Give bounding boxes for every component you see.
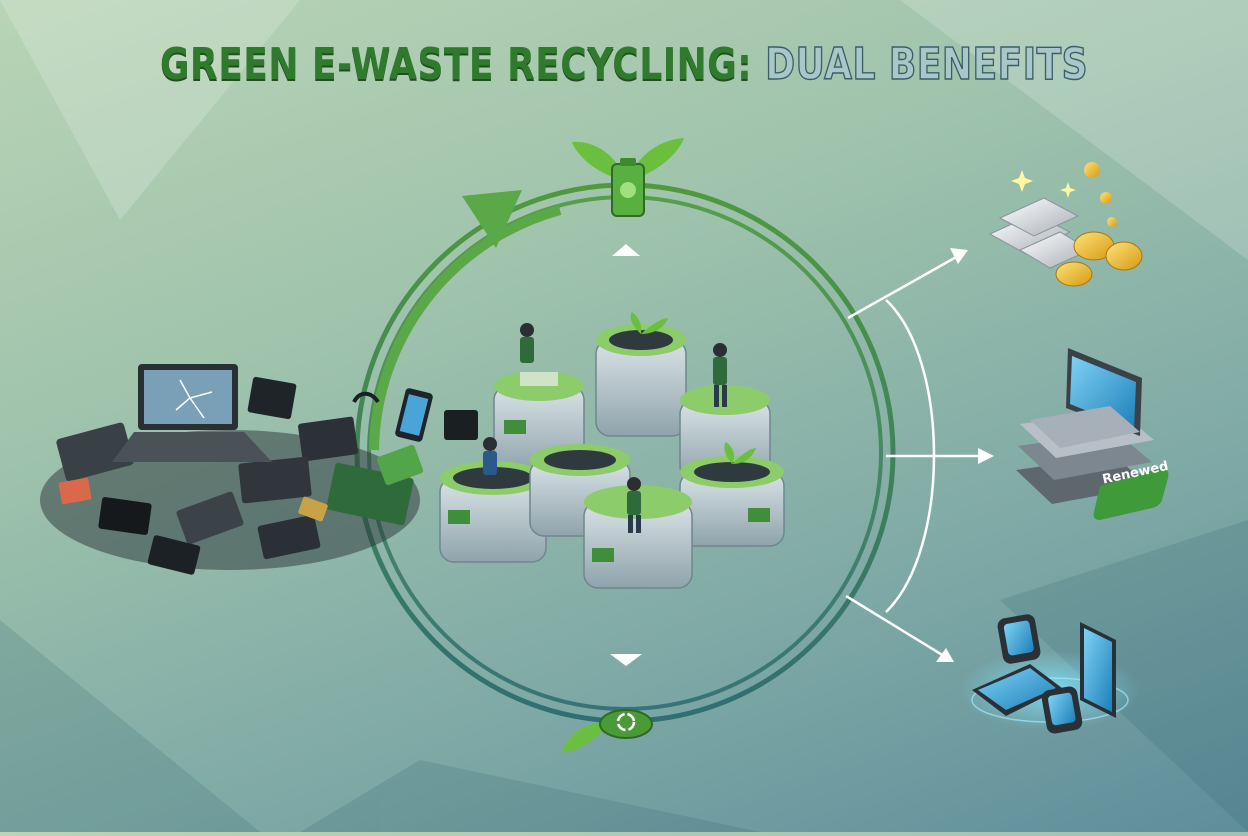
precious-metals-coins-icon <box>988 162 1143 287</box>
pod-front-left <box>439 461 547 563</box>
output-arrows <box>845 254 986 658</box>
pod-top <box>595 312 687 437</box>
recycling-cycle <box>354 182 896 724</box>
page-title: GREEN E-WASTE RECYCLING: DUAL BENEFITS <box>0 39 1248 90</box>
smart-devices-icon <box>960 614 1140 734</box>
battery-leaf-icon <box>572 138 684 217</box>
renewed-laptops-icon <box>1016 348 1169 520</box>
title-part-1: GREEN E-WASTE RECYCLING: <box>159 40 753 90</box>
arrowheads <box>936 248 994 662</box>
processing-facility <box>439 312 785 589</box>
recycle-leaf-icon <box>562 709 653 753</box>
pod-front-right <box>679 442 785 547</box>
renewed-badge <box>1093 467 1169 520</box>
cycle-arrowhead <box>462 190 522 248</box>
up-chevron-icon <box>612 244 640 256</box>
down-chevron-icon <box>610 654 642 666</box>
e-waste-pile <box>40 364 478 575</box>
worker-figures <box>483 323 727 533</box>
broken-laptop-icon <box>112 364 272 462</box>
title-part-2: DUAL BENEFITS <box>765 39 1089 90</box>
